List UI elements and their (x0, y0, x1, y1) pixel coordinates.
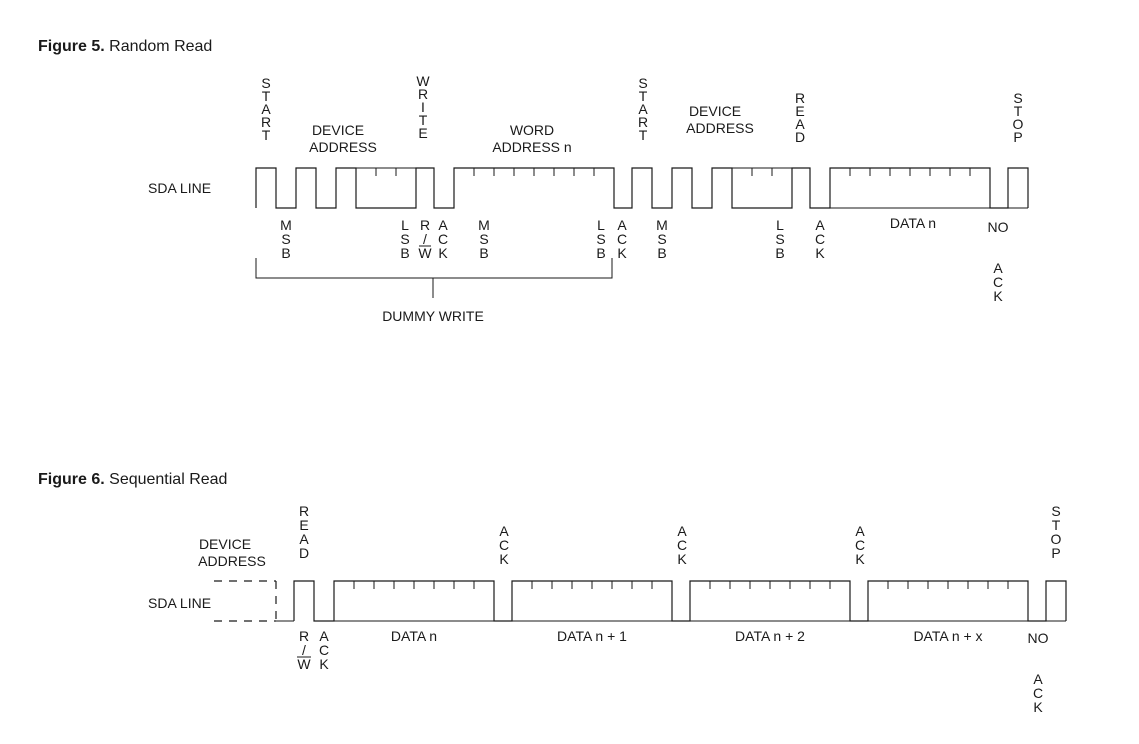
figure-6-data-label-0: DATA n (391, 628, 437, 644)
figure-5-bit-ticks (375, 168, 971, 176)
figure-6-data-label-2: DATA n + 2 (735, 628, 805, 644)
figure-5-word-address-label: ADDRESS n (492, 139, 571, 155)
figure-5-sda-waveform (255, 167, 1029, 209)
figure-5-data-label: DATA n (890, 215, 936, 231)
figure-6-rw-slash: / (302, 642, 306, 658)
figure-5-device-address-label: ADDRESS (309, 139, 377, 155)
figure-5-dummy-write-label: DUMMY WRITE (382, 308, 484, 324)
figure-5-dummy-write-bracket (255, 258, 613, 279)
figure-5-device-address-label-2: DEVICE (689, 103, 741, 119)
figure-6-no-label: NO (1028, 630, 1049, 646)
figure-5-rw-r: R (420, 217, 430, 233)
figure-5-rw-w: W (418, 245, 432, 261)
figure-5-device-address-label-2: ADDRESS (686, 120, 754, 136)
figure-5-rw-slash: / (423, 231, 427, 247)
figure-6-data-label-1: DATA n + 1 (557, 628, 627, 644)
figure-6-sda-waveform (293, 580, 1067, 622)
figure-6-number: Figure 6. (38, 471, 105, 488)
figure-6-device-address-label: DEVICE (199, 536, 251, 552)
figure-6-title: Figure 6. Sequential Read (38, 471, 227, 489)
figure-6-rw-r: R (299, 628, 309, 644)
figure-6-bit-ticks (353, 581, 1009, 589)
figure-6-sda-line-label: SDA LINE (148, 595, 211, 611)
figure-6-caption: Sequential Read (109, 471, 228, 488)
figure-5-caption: Random Read (109, 38, 213, 55)
figure-6-data-label-3: DATA n + x (913, 628, 982, 644)
figure-5-title: Figure 5. Random Read (38, 38, 212, 56)
figure-6-device-address-label: ADDRESS (198, 553, 266, 569)
figure-5-number: Figure 5. (38, 38, 105, 55)
figure-5-device-address-label: DEVICE (312, 122, 364, 138)
figure-6-rw-w: W (297, 656, 311, 672)
figure-5-no-label: NO (988, 219, 1009, 235)
figure-5-word-address-label: WORD (510, 122, 554, 138)
figure-5-sda-line-label: SDA LINE (148, 180, 211, 196)
